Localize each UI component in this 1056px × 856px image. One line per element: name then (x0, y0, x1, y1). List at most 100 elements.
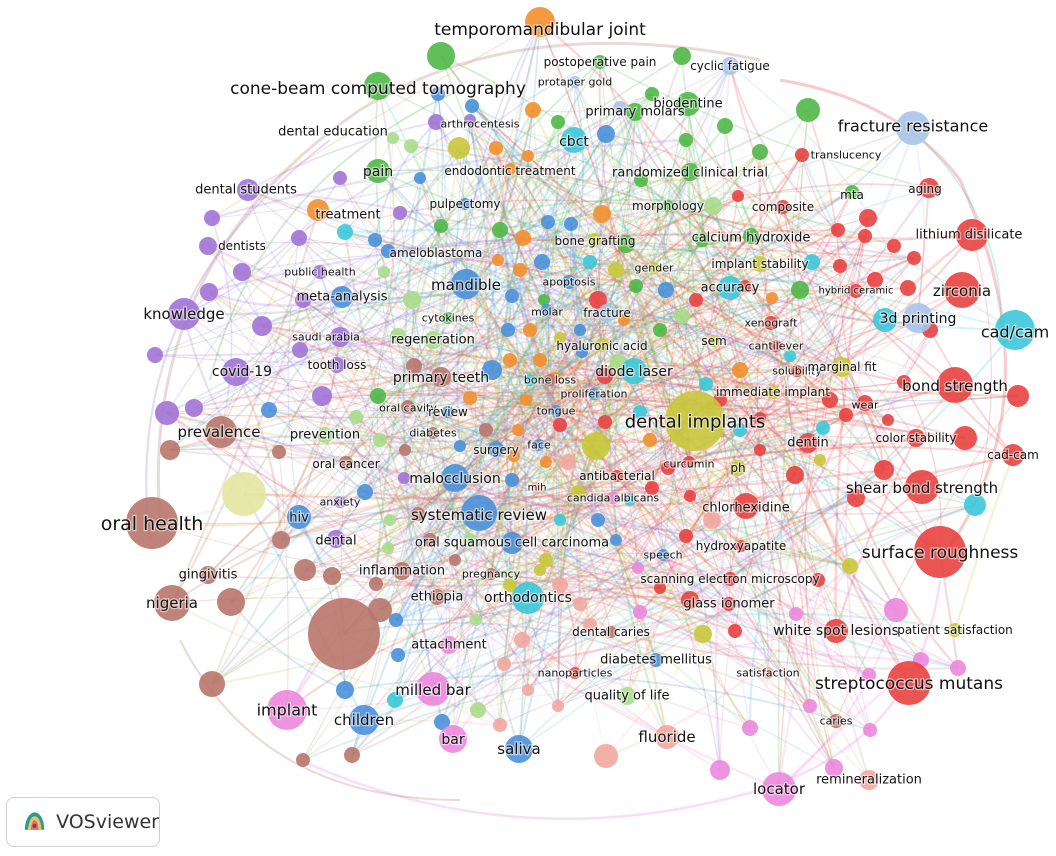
keyword-node[interactable] (414, 172, 426, 184)
node-dental-implants[interactable] (665, 391, 725, 451)
node-gender[interactable] (648, 262, 660, 274)
node-endodontic-treatment[interactable] (504, 163, 516, 175)
keyword-node[interactable] (463, 391, 477, 405)
keyword-node[interactable] (582, 432, 610, 460)
label-malocclusion[interactable]: malocclusion (408, 470, 502, 489)
keyword-node[interactable] (512, 424, 524, 436)
label-face[interactable]: face (526, 437, 552, 453)
node-surface-roughness[interactable] (914, 526, 966, 578)
label-meta-analysis[interactable]: meta-analysis (295, 288, 389, 306)
label-chlorhexidine[interactable]: chlorhexidine (701, 499, 791, 517)
keyword-node[interactable] (825, 759, 843, 777)
label-pain[interactable]: pain (362, 163, 395, 182)
node-covid-19[interactable] (222, 358, 250, 386)
keyword-node[interactable] (739, 280, 751, 292)
node-biodentine[interactable] (676, 92, 700, 116)
keyword-node[interactable] (261, 402, 277, 418)
keyword-node[interactable] (752, 144, 768, 160)
label-milled-bar[interactable]: milled bar (394, 680, 473, 701)
label-marginal-fit[interactable]: marginal fit (806, 359, 878, 376)
label-nigeria[interactable]: nigeria (145, 593, 199, 614)
keyword-node[interactable] (684, 490, 696, 502)
keyword-node[interactable] (742, 720, 758, 736)
keyword-node[interactable] (554, 514, 566, 526)
node-morphology[interactable] (662, 200, 674, 212)
node-meta-analysis[interactable] (331, 286, 353, 308)
label-gender[interactable]: gender (633, 260, 675, 276)
keyword-node[interactable] (160, 440, 180, 460)
keyword-node[interactable] (449, 554, 461, 566)
keyword-node[interactable] (654, 582, 666, 594)
label-prevalence[interactable]: prevalence (176, 422, 262, 443)
label-diode-laser[interactable]: diode laser (594, 363, 674, 382)
label-locator[interactable]: locator (752, 779, 807, 800)
label-oral-health[interactable]: oral health (99, 512, 204, 537)
node-immediate-implant[interactable] (766, 385, 780, 399)
keyword-node[interactable] (252, 316, 272, 336)
node-streptococcus-mutans[interactable] (887, 661, 931, 705)
label-ameloblastoma[interactable]: ameloblastoma (388, 245, 483, 262)
keyword-node[interactable] (1007, 385, 1029, 407)
keyword-node[interactable] (784, 350, 796, 362)
keyword-node[interactable] (391, 648, 405, 662)
keyword-node[interactable] (387, 132, 399, 144)
label-primary-teeth[interactable]: primary teeth (392, 369, 491, 388)
keyword-node[interactable] (552, 700, 564, 712)
node-antibacterial[interactable] (611, 470, 623, 482)
label-cad-cam[interactable]: cad/cam (980, 321, 1051, 343)
keyword-node[interactable] (554, 332, 566, 344)
keyword-node[interactable] (551, 115, 565, 129)
label-attachment[interactable]: attachment (410, 636, 488, 654)
keyword-node[interactable] (222, 472, 266, 516)
label-cyclic-fatigue[interactable]: cyclic fatigue (689, 58, 771, 75)
node-hydroxyapatite[interactable] (735, 540, 747, 552)
label-hydroxyapatite[interactable]: hydroxyapatite (694, 538, 787, 555)
label-fracture-resistance[interactable]: fracture resistance (837, 115, 990, 137)
label-nanoparticles[interactable]: nanoparticles (536, 665, 613, 681)
keyword-node[interactable] (501, 323, 515, 337)
keyword-node[interactable] (796, 98, 820, 122)
label-bone-grafting[interactable]: bone grafting (553, 233, 636, 250)
label-oral-squamous-cell-carcinoma[interactable]: oral squamous cell carcinoma (414, 534, 611, 552)
label-dentin[interactable]: dentin (786, 434, 830, 452)
keyword-node[interactable] (368, 598, 392, 622)
node-translucency[interactable] (795, 148, 809, 162)
node-pregnancy[interactable] (485, 568, 497, 580)
node-malocclusion[interactable] (441, 464, 469, 492)
keyword-node[interactable] (791, 281, 809, 299)
keyword-node[interactable] (633, 405, 647, 419)
keyword-node[interactable] (594, 744, 618, 768)
keyword-node[interactable] (296, 753, 310, 767)
keyword-node[interactable] (859, 209, 877, 227)
label-biodentine[interactable]: biodentine (652, 95, 724, 113)
label-bond-strength[interactable]: bond strength (901, 376, 1009, 397)
label-arthrocentesis[interactable]: arthrocentesis (439, 116, 521, 132)
node-postoperative-pain[interactable] (593, 55, 607, 69)
label-accuracy[interactable]: accuracy (699, 279, 760, 297)
keyword-node[interactable] (541, 215, 555, 229)
node-cone-beam-computed-tomography[interactable] (364, 72, 392, 100)
node-speech[interactable] (657, 549, 669, 561)
label-cad-cam[interactable]: cad-cam (986, 447, 1040, 464)
keyword-node[interactable] (867, 272, 883, 288)
node-surgery[interactable] (488, 441, 504, 457)
keyword-node[interactable] (482, 360, 502, 380)
keyword-node[interactable] (539, 553, 553, 567)
keyword-node[interactable] (233, 263, 251, 281)
keyword-node[interactable] (272, 445, 286, 459)
node-dental[interactable] (327, 530, 345, 548)
keyword-node[interactable] (147, 347, 163, 363)
keyword-node[interactable] (863, 723, 877, 737)
node-calcium-hydroxide[interactable] (743, 228, 759, 244)
node-hybrid-ceramic[interactable] (849, 284, 863, 298)
label-streptococcus-mutans[interactable]: streptococcus mutans (814, 673, 1005, 696)
node-shear-bond-strength[interactable] (905, 470, 939, 504)
keyword-node[interactable] (681, 591, 699, 609)
keyword-node[interactable] (497, 657, 511, 671)
keyword-node[interactable] (598, 415, 612, 429)
label-white-spot-lesions[interactable]: white spot lesions (772, 622, 900, 641)
node-nanoparticles[interactable] (569, 667, 581, 679)
label-mta[interactable]: mta (839, 187, 865, 204)
keyword-node[interactable] (847, 489, 865, 507)
node-quality-of-life[interactable] (618, 687, 636, 705)
